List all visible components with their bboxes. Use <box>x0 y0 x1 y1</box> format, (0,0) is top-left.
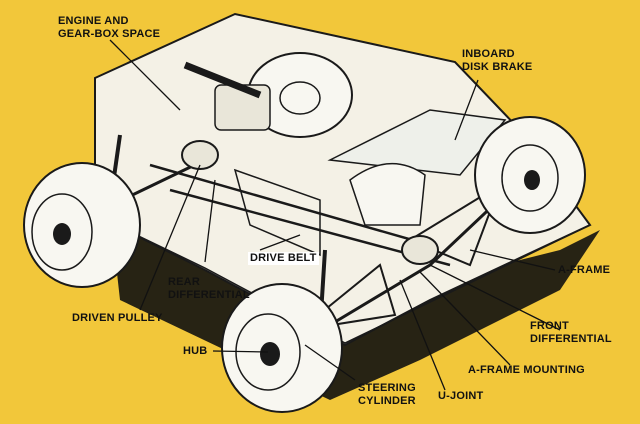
wheel-front-right <box>474 116 586 234</box>
label-front-differential-line2: DIFFERENTIAL <box>530 333 612 345</box>
a-frame-front-left <box>296 263 397 332</box>
label-u-joint: U-JOINT <box>438 390 484 402</box>
wheel-front-left <box>221 283 343 413</box>
rear-differential-housing <box>181 140 219 170</box>
label-front-differential: FRONT DIFFERENTIAL <box>530 320 612 346</box>
label-inboard-disk-brake: INBOARD DISK BRAKE <box>462 48 532 74</box>
label-front-differential-line1: FRONT <box>530 320 569 332</box>
label-a-frame-mounting: A-FRAME MOUNTING <box>468 364 585 376</box>
spare-tire-hub <box>279 81 321 115</box>
label-driven-pulley: DRIVEN PULLEY <box>72 312 163 324</box>
label-rear-differential-line2: DIFFERENTIAL <box>168 289 250 301</box>
wheel-rear-left <box>23 162 141 288</box>
label-engine-gearbox: ENGINE AND GEAR-BOX SPACE <box>58 15 160 41</box>
label-inboard-disk-brake-line1: INBOARD <box>462 48 515 60</box>
front-differential-housing <box>401 235 439 265</box>
label-engine-gearbox-line2: GEAR-BOX SPACE <box>58 28 161 40</box>
label-hub: HUB <box>183 345 208 357</box>
label-engine-gearbox-line1: ENGINE AND <box>58 15 129 27</box>
label-steering-cylinder-line2: CYLINDER <box>358 395 416 407</box>
seat <box>349 163 426 226</box>
label-rear-differential-line1: REAR <box>168 276 200 288</box>
label-steering-cylinder: STEERING CYLINDER <box>358 382 416 408</box>
frame-rail-left <box>149 163 431 247</box>
label-a-frame: A-FRAME <box>558 264 611 276</box>
label-steering-cylinder-line1: STEERING <box>358 382 416 394</box>
label-inboard-disk-brake-line2: DISK BRAKE <box>462 61 533 73</box>
label-drive-belt: DRIVE BELT <box>248 252 319 265</box>
label-rear-differential: REAR DIFFERENTIAL <box>168 276 250 302</box>
leader-lines <box>109 39 561 391</box>
a-frame-front-right <box>407 182 502 267</box>
exhaust-pipe <box>183 61 262 99</box>
drive-belt-path <box>233 168 321 257</box>
